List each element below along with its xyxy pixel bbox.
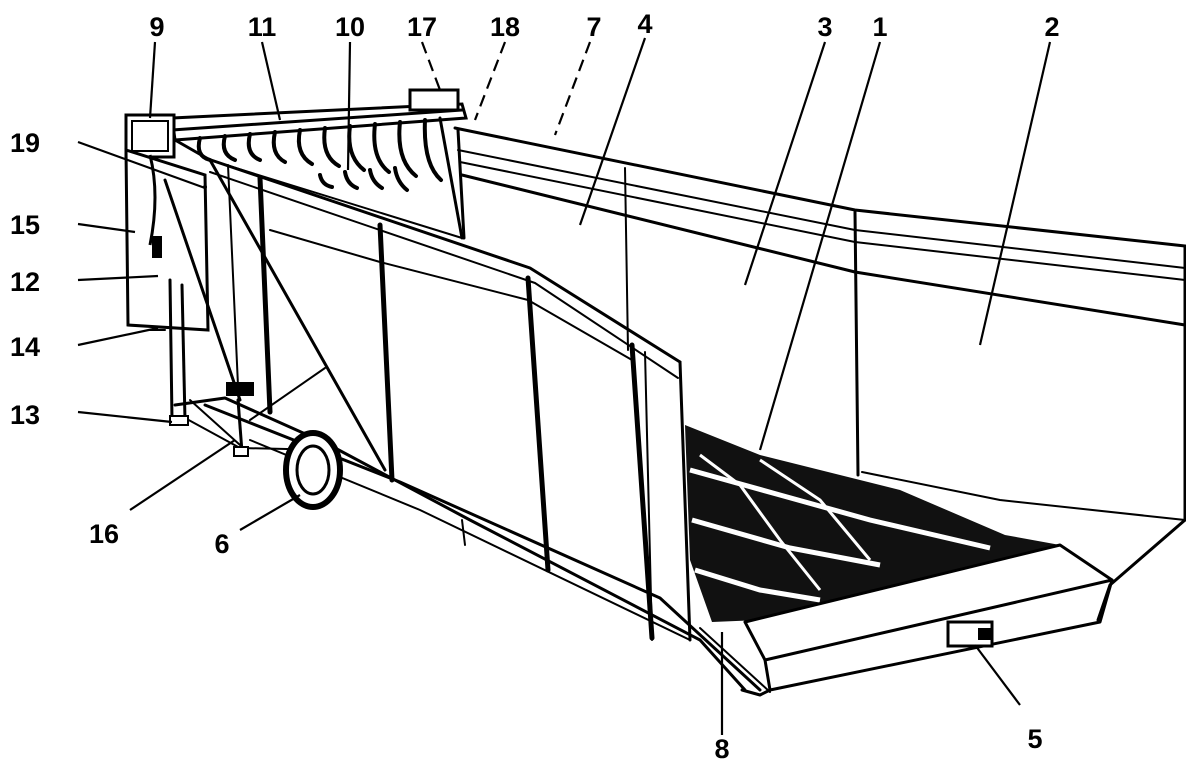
label-5: 5 bbox=[1027, 724, 1042, 754]
lever-16-icon bbox=[226, 382, 254, 396]
wheel bbox=[283, 430, 343, 510]
label-10: 10 bbox=[335, 12, 365, 42]
label-13: 13 bbox=[10, 400, 40, 430]
rear-stand bbox=[124, 147, 332, 457]
label-8: 8 bbox=[714, 734, 729, 762]
leader-lines bbox=[77, 37, 1052, 735]
label-2: 2 bbox=[1044, 12, 1059, 42]
label-12: 12 bbox=[10, 267, 40, 297]
label-17: 17 bbox=[407, 12, 437, 42]
label-15: 15 bbox=[10, 210, 40, 240]
label-7: 7 bbox=[586, 12, 601, 42]
label-18: 18 bbox=[490, 12, 520, 42]
label-16: 16 bbox=[89, 519, 119, 549]
label-11: 11 bbox=[248, 12, 277, 42]
label-3: 3 bbox=[817, 12, 832, 42]
discharge-tray bbox=[699, 543, 1114, 697]
label-9: 9 bbox=[149, 12, 164, 42]
conveyor-grate bbox=[685, 425, 1060, 622]
label-19: 19 bbox=[10, 128, 40, 158]
label-6: 6 bbox=[214, 529, 229, 559]
agitator-assembly bbox=[124, 88, 468, 240]
handle-12-icon bbox=[152, 236, 162, 258]
part-labels: 1 2 3 4 5 6 7 8 9 10 11 12 13 14 15 16 1… bbox=[10, 9, 1060, 762]
label-1: 1 bbox=[872, 12, 887, 42]
bearing-block-17-icon bbox=[408, 88, 460, 112]
label-4: 4 bbox=[637, 9, 652, 39]
label-14: 14 bbox=[10, 332, 40, 362]
side-frame bbox=[203, 156, 762, 692]
